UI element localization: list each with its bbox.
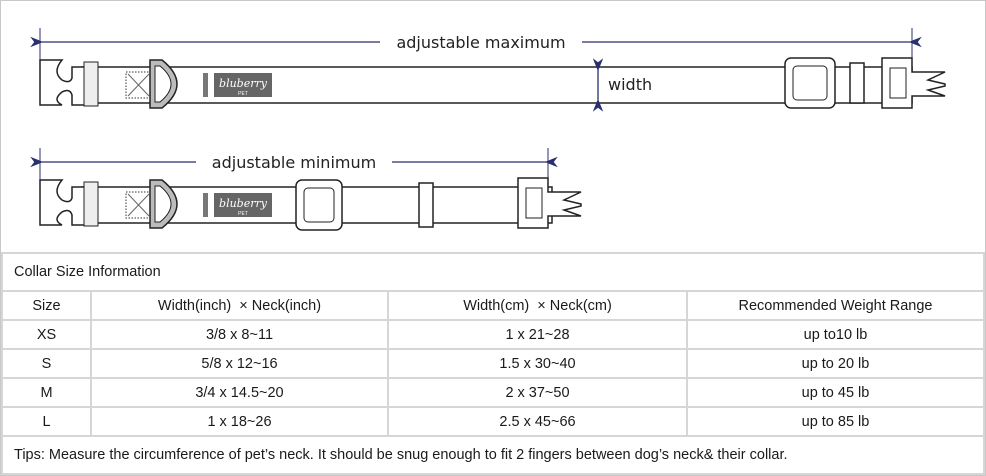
table-header-row: Size Width(inch) × Neck(inch) Width(cm) … xyxy=(1,290,985,321)
header-cm: Width(cm) × Neck(cm) xyxy=(387,290,688,321)
svg-text:bluberry: bluberry xyxy=(219,77,268,90)
cell: 3/8 x 8~11 xyxy=(90,319,389,350)
cell: 1 x 18~26 xyxy=(90,406,389,437)
min-label: adjustable minimum xyxy=(212,153,376,172)
cell: 2.5 x 45~66 xyxy=(387,406,688,437)
collar-diagram: adjustable maximum bluberry PET width ad… xyxy=(30,28,946,231)
table-title: Collar Size Information xyxy=(1,252,985,292)
cell: up to 85 lb xyxy=(686,406,985,437)
cell: S xyxy=(1,348,92,379)
logo-badge xyxy=(214,73,272,97)
cell: 3/4 x 14.5~20 xyxy=(90,377,389,408)
width-label: width xyxy=(608,75,652,94)
cell: 5/8 x 12~16 xyxy=(90,348,389,379)
svg-text:PET: PET xyxy=(238,91,248,97)
cell: 2 x 37~50 xyxy=(387,377,688,408)
cell: M xyxy=(1,377,92,408)
cell: 1.5 x 30~40 xyxy=(387,348,688,379)
tips-text: Tips: Measure the circumference of pet’s… xyxy=(1,435,985,475)
header-weight: Recommended Weight Range xyxy=(686,290,985,321)
max-collar: adjustable maximum bluberry PET width xyxy=(30,28,946,112)
cell: XS xyxy=(1,319,92,350)
min-collar: adjustable minimum bluberry PET xyxy=(30,148,582,231)
svg-text:PET: PET xyxy=(238,211,248,217)
max-label: adjustable maximum xyxy=(396,33,565,52)
svg-text:bluberry: bluberry xyxy=(219,197,268,210)
cell: 1 x 21~28 xyxy=(387,319,688,350)
cell: up to10 lb xyxy=(686,319,985,350)
size-table: Collar Size Information Size Width(inch)… xyxy=(1,252,985,475)
header-inch: Width(inch) × Neck(inch) xyxy=(90,290,389,321)
cell: up to 20 lb xyxy=(686,348,985,379)
cell: up to 45 lb xyxy=(686,377,985,408)
header-size: Size xyxy=(1,290,92,321)
cell: L xyxy=(1,406,92,437)
